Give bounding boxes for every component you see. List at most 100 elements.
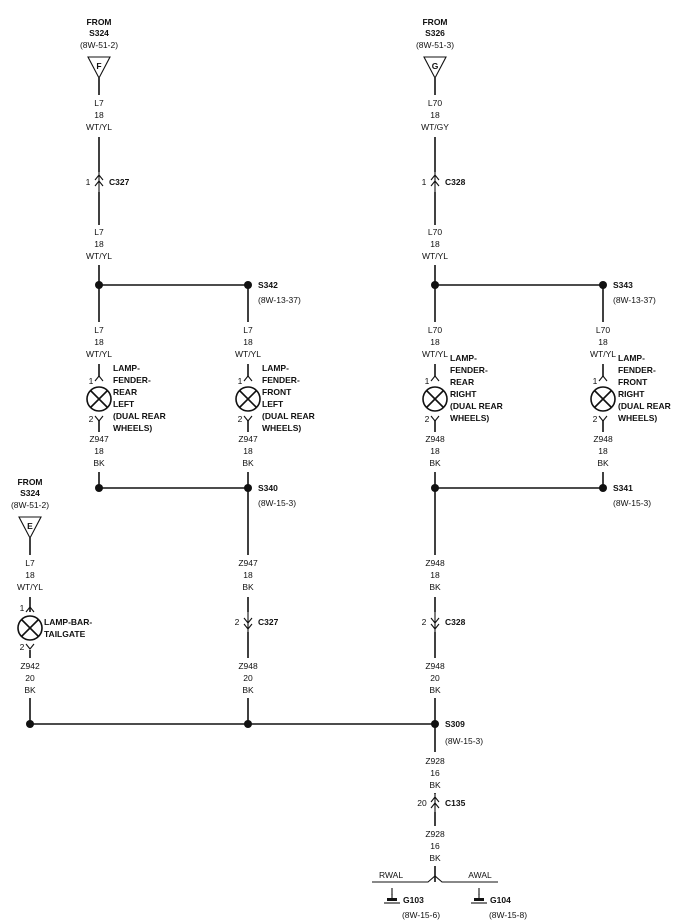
splice-dot-s343: [599, 281, 607, 289]
lamp-pin-fork: [243, 415, 253, 422]
lamp-label-line: (DUAL REAR: [450, 401, 503, 411]
wire-circuit: Z942: [20, 661, 40, 671]
lamp-pin-fork: [25, 643, 35, 650]
wire-circuit: Z948: [425, 434, 445, 444]
splice-ref: (8W-15-3): [258, 498, 296, 508]
lamp-label-line: FRONT: [262, 387, 292, 397]
wire-color: BK: [597, 458, 609, 468]
wire-circuit: Z948: [238, 661, 258, 671]
source-splice-label: S326: [425, 28, 445, 38]
lamp-bulb-cross: [21, 619, 39, 637]
source-flag-icon: [423, 56, 447, 80]
splice-name: S342: [258, 280, 278, 290]
source-flag-letter: E: [27, 521, 33, 531]
source-flag-icon: [87, 56, 111, 80]
wire-gauge: 18: [94, 446, 104, 456]
connector-name: C328: [445, 617, 466, 627]
ground-name: G103: [403, 895, 424, 905]
splice-dot-s342: [244, 281, 252, 289]
lamp-label-line: LAMP-: [618, 353, 645, 363]
source-flag-letter: G: [432, 61, 439, 71]
wire-gauge: 18: [94, 110, 104, 120]
wire-gauge: 18: [243, 337, 253, 347]
wire-color: BK: [24, 685, 36, 695]
wire-gauge: 18: [430, 239, 440, 249]
connector-pin: 2: [235, 617, 240, 627]
lamp-label-line: (DUAL REAR: [618, 401, 671, 411]
lamp-label-line: TAILGATE: [44, 629, 86, 639]
ground-split: [372, 875, 498, 883]
wire-circuit: L7: [94, 98, 104, 108]
connector-pin: 2: [422, 617, 427, 627]
lamp-pin-2: 2: [238, 414, 243, 424]
wire-gauge: 18: [598, 446, 608, 456]
connector-pin: 20: [417, 798, 427, 808]
wire-color: WT/YL: [235, 349, 261, 359]
wire-gauge: 18: [94, 337, 104, 347]
lamp-label-line: LEFT: [262, 399, 284, 409]
lamp-label-line: LAMP-: [450, 353, 477, 363]
wire-circuit: L70: [428, 325, 442, 335]
wire-gauge: 18: [430, 570, 440, 580]
ground-awal-label: AWAL: [468, 870, 492, 880]
wire-gauge: 18: [598, 337, 608, 347]
lamp-bulb-cross: [90, 390, 108, 408]
wire-color: WT/YL: [590, 349, 616, 359]
lamp-bulb-cross: [594, 390, 612, 408]
wire-circuit: L7: [243, 325, 253, 335]
connector-c327-mid: 2 C327: [235, 612, 279, 632]
lamp-bulb-icon: [590, 386, 616, 412]
ground-name: G104: [490, 895, 511, 905]
wire-gauge: 18: [430, 337, 440, 347]
lamp-pin-fork: [598, 375, 608, 382]
wire-circuit: L7: [25, 558, 35, 568]
wire-color: WT/GY: [421, 122, 449, 132]
lamp-pin-2: 2: [593, 414, 598, 424]
wire-lines: [29, 78, 604, 895]
wire-circuit: L70: [428, 98, 442, 108]
wire-gauge: 20: [243, 673, 253, 683]
wire-color: BK: [242, 582, 254, 592]
lamp-label-line: FRONT: [618, 377, 648, 387]
splice-dot-s341: [599, 484, 607, 492]
connector-c328-mid: 2 C328: [422, 612, 466, 632]
wire-circuit: L7: [94, 325, 104, 335]
lamp-pin-1: 1: [593, 376, 598, 386]
lamp-fender-front-left: 1 2 LAMP- FENDER- FRONT LEFT (DUAL REAR …: [235, 363, 315, 433]
lamp-pin-fork: [430, 375, 440, 382]
connector-c327-top: 1 C327: [86, 172, 130, 192]
splice-dot: [26, 720, 34, 728]
ground-g104: G104 (8W-15-8): [471, 894, 527, 920]
lamp-pin-2: 2: [89, 414, 94, 424]
lamp-label-line: FENDER-: [618, 365, 656, 375]
lamp-label-line: RIGHT: [450, 389, 477, 399]
lamp-label-line: LEFT: [113, 399, 135, 409]
lamp-label-line: FENDER-: [262, 375, 300, 385]
wire-gauge: 18: [243, 570, 253, 580]
wire-color: BK: [429, 853, 441, 863]
wire-circuit: Z948: [593, 434, 613, 444]
wire-color: BK: [429, 582, 441, 592]
lamp-pin-2: 2: [20, 642, 25, 652]
connector-name: C328: [445, 177, 466, 187]
connector-name: C135: [445, 798, 466, 808]
source-ref-label: (8W-51-3): [416, 40, 454, 50]
splice-dot: [244, 720, 252, 728]
lamp-label-line: WHEELS): [450, 413, 489, 423]
lamp-pin-1: 1: [20, 603, 25, 613]
splice-name: S340: [258, 483, 278, 493]
splice-dot-s340: [244, 484, 252, 492]
lamp-label-line: (DUAL REAR: [262, 411, 315, 421]
source-s324-top: FROM S324 (8W-51-2) F: [80, 17, 118, 80]
connector-name: C327: [109, 177, 130, 187]
source-ref-label: (8W-51-2): [80, 40, 118, 50]
ground-symbol-icon: [474, 898, 484, 901]
lamp-label-line: LAMP-BAR-: [44, 617, 92, 627]
lamp-pin-fork: [598, 415, 608, 422]
lamp-fender-front-right: 1 2 LAMP- FENDER- FRONT RIGHT (DUAL REAR…: [590, 353, 671, 424]
wire-labels: L7 18 WT/YL L7 18 WT/YL L7 18 WT/YL Z947…: [17, 98, 616, 863]
lamp-bulb-icon: [235, 386, 261, 412]
connector-c328-top: 1 C328: [422, 172, 466, 192]
lamp-pin-1: 1: [425, 376, 430, 386]
ground-ref: (8W-15-8): [489, 910, 527, 920]
